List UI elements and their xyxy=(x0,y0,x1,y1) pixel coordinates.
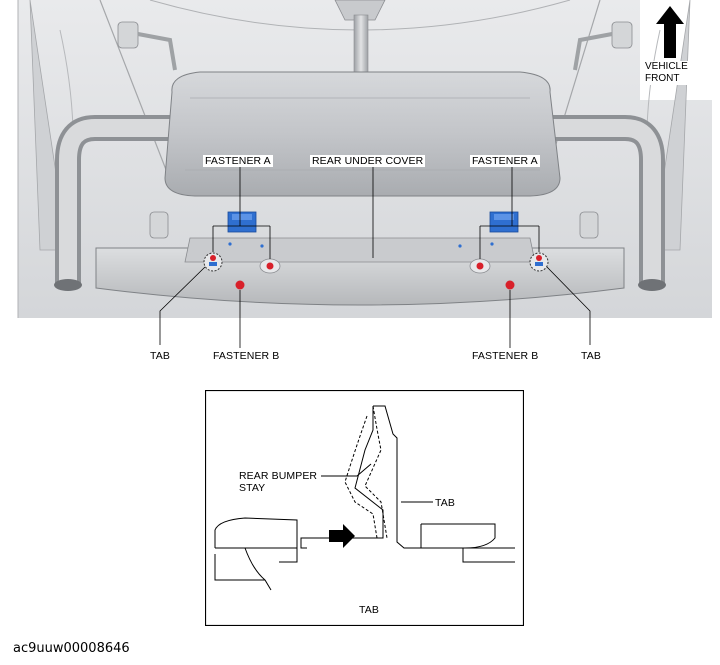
insert-direction-arrow-icon xyxy=(329,524,355,548)
bumper-left xyxy=(214,517,298,548)
label-rear-bumper-stay: REAR BUMPER STAY xyxy=(239,470,317,494)
label-fastener-a-right: FASTENER A xyxy=(470,155,540,167)
tab-left-marker xyxy=(203,252,223,272)
label-fastener-b-left: FASTENER B xyxy=(213,350,280,362)
fastener-b-left xyxy=(235,280,245,290)
bumper-stay-solid xyxy=(373,405,515,549)
exhaust-hanger-lower-left xyxy=(149,211,169,239)
tail-pipe-left xyxy=(54,115,175,291)
cover-hole-markers xyxy=(228,242,494,248)
label-fastener-b-right: FASTENER B xyxy=(472,350,539,362)
vehicle-front-line2: FRONT xyxy=(645,73,680,84)
fastener-a-left xyxy=(227,211,257,233)
tab-right-marker xyxy=(529,252,549,272)
vehicle-front-line1: VEHICLE xyxy=(645,61,688,72)
leader-lines xyxy=(159,166,591,348)
bumper-stay-dashed xyxy=(364,405,388,539)
label-fastener-a-left: FASTENER A xyxy=(203,155,273,167)
tail-pipe-right xyxy=(545,115,666,291)
fastener-b-right xyxy=(505,280,515,290)
fastener-a-right xyxy=(489,211,519,233)
exhaust-hanger-lower-right xyxy=(579,211,599,239)
underbody-illustration xyxy=(17,0,712,348)
up-arrow-icon xyxy=(656,6,684,58)
center-exhaust-pipe xyxy=(334,0,386,86)
exhaust-hanger-top-right xyxy=(573,21,633,71)
figure-code: ac9uuw00008646 xyxy=(13,641,130,656)
label-tab-left: TAB xyxy=(150,350,170,362)
detail-frame xyxy=(205,390,524,626)
muffler xyxy=(164,71,561,197)
cover-clip-left xyxy=(259,258,281,274)
exhaust-hanger-top-left xyxy=(117,21,177,71)
detail-caption: TAB xyxy=(359,604,379,616)
tab-detail-inset xyxy=(205,390,524,626)
label-rear-bumper-stay-line1: REAR BUMPER xyxy=(239,470,318,482)
vehicle-front-indicator xyxy=(656,6,684,58)
label-rear-under-cover: REAR UNDER COVER xyxy=(310,155,426,167)
rear-under-cover xyxy=(95,237,625,306)
label-detail-tab: TAB xyxy=(435,497,455,509)
bumper-right xyxy=(421,523,496,549)
cover-clip-right xyxy=(469,258,491,274)
vehicle-front-label: VEHICLE FRONT xyxy=(644,61,689,85)
label-tab-right: TAB xyxy=(581,350,601,362)
label-rear-bumper-stay-line2: STAY xyxy=(239,482,266,494)
